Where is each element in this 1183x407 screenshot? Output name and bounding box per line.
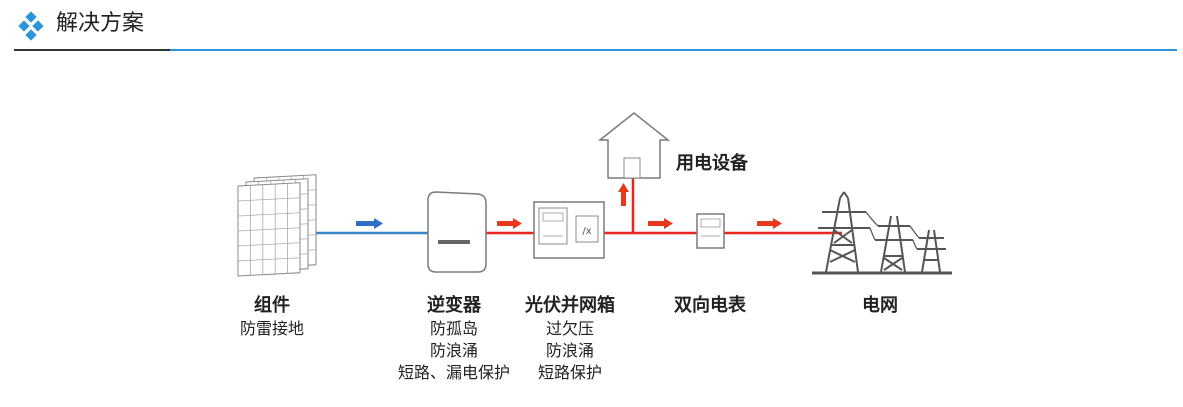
ac-flow-arrow-3 <box>757 218 782 229</box>
grid-label: 电网 <box>830 294 930 318</box>
load-title: 用电设备 <box>676 153 748 174</box>
ac-flow-arrow-2 <box>648 218 673 229</box>
combiner-title: 光伏并网箱 <box>525 295 615 316</box>
inverter-feature-1: 防孤岛 <box>429 319 478 338</box>
dc-flow-arrow <box>356 218 383 229</box>
header-divider <box>14 49 1177 51</box>
svg-text:/x: /x <box>582 226 591 237</box>
inverter-title: 逆变器 <box>427 295 481 316</box>
combiner-feature-1: 过欠压 <box>545 319 594 338</box>
power-tower-icon <box>812 191 952 275</box>
diamond-grid-icon <box>18 11 44 41</box>
combiner-box-icon: /x <box>533 201 605 259</box>
house-icon <box>597 112 671 179</box>
inverter-feature-3: 短路、漏电保护 <box>397 363 510 382</box>
panels-feature-1: 防雷接地 <box>239 319 304 338</box>
section-header: 解决方案 <box>0 0 1183 52</box>
ac-flow-arrow-up <box>618 183 629 206</box>
electric-meter-icon <box>696 213 725 249</box>
inverter-feature-2: 防浪涌 <box>429 341 478 360</box>
page-title: 解决方案 <box>56 11 145 36</box>
header-divider-accent <box>14 49 170 51</box>
ac-flow-arrow-1 <box>497 218 522 229</box>
panels-title: 组件 <box>254 295 290 316</box>
meter-label: 双向电表 <box>660 294 760 318</box>
panels-label: 组件 防雷接地 <box>222 294 322 340</box>
load-label: 用电设备 <box>676 152 776 176</box>
meter-title: 双向电表 <box>674 295 746 316</box>
solar-panel-icon <box>237 174 317 277</box>
combiner-label: 光伏并网箱 过欠压 防浪涌 短路保护 <box>514 294 626 384</box>
grid-title: 电网 <box>862 295 898 316</box>
combiner-feature-3: 短路保护 <box>537 363 602 382</box>
combiner-feature-2: 防浪涌 <box>545 341 594 360</box>
inverter-icon <box>427 191 487 273</box>
inverter-label: 逆变器 防孤岛 防浪涌 短路、漏电保护 <box>386 294 522 384</box>
